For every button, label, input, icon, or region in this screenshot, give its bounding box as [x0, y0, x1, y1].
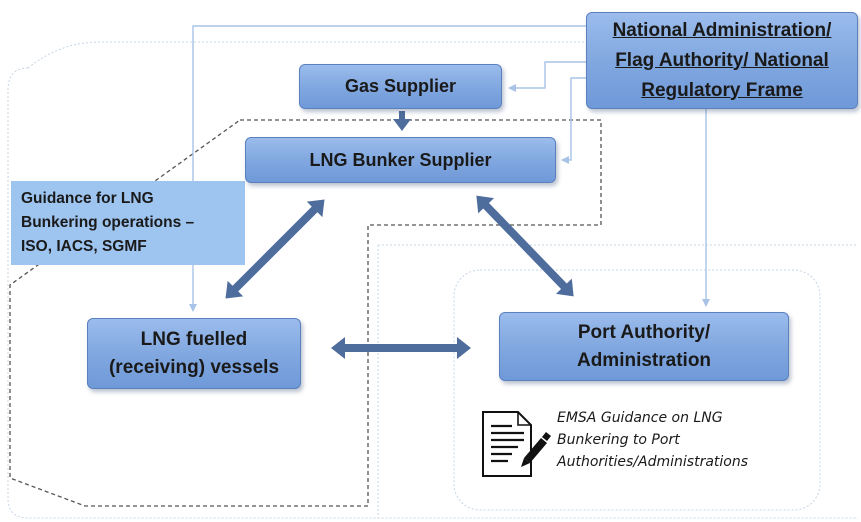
vessels-line-2: (receiving) vessels — [108, 356, 280, 378]
gas-supplier-label: Gas Supplier — [344, 76, 457, 96]
guidance-line-3: ISO, IACS, SGMF — [21, 238, 147, 255]
national-administration-box: National Administration/ Flag Authority/… — [586, 12, 858, 109]
emsa-line-1: EMSA Guidance on LNG — [557, 410, 723, 426]
port-dotted-region — [453, 269, 821, 511]
arrow-bunker-vessels — [225, 199, 325, 299]
port-line-1: Port Authority/ — [577, 321, 711, 343]
guidance-line-1: Guidance for LNG — [21, 190, 154, 207]
connector-admin-to-gas — [508, 61, 586, 92]
lng-bunker-supplier-box: LNG Bunker Supplier — [245, 137, 556, 183]
inner-dotted-frame — [377, 244, 858, 518]
emsa-line-3: Authorities/Administrations — [557, 454, 749, 470]
lng-bunker-supplier-label: LNG Bunker Supplier — [309, 149, 492, 170]
emsa-line-2: Bunkering to Port — [557, 432, 680, 448]
arrow-vessels-port — [331, 337, 471, 359]
guidance-line-2: Bunkering operations – — [21, 214, 195, 231]
natadmin-line-3: Regulatory Frame — [641, 79, 803, 101]
arrow-gas-to-bunker — [393, 111, 411, 131]
vessels-line-1: LNG fuelled — [140, 328, 248, 350]
natadmin-line-2: Flag Authority/ National — [615, 49, 829, 71]
flow-arrows — [225, 111, 574, 359]
outer-dotted-frame-top — [27, 41, 586, 69]
connector-admin-to-bunker — [561, 77, 586, 164]
document-with-pen-icon — [482, 411, 551, 477]
outer-dotted-frame — [7, 67, 858, 519]
dashed-boundary — [9, 119, 602, 507]
natadmin-line-1: National Administration/ — [612, 19, 832, 41]
lng-vessels-box: LNG fuelled (receiving) vessels — [87, 318, 301, 389]
guidance-iso-iacs-sgmf: Guidance for LNG Bunkering operations – … — [11, 181, 245, 265]
gas-supplier-box: Gas Supplier — [299, 64, 502, 109]
port-line-2: Administration — [576, 349, 712, 371]
emsa-guidance-text: EMSA Guidance on LNG Bunkering to Port A… — [557, 407, 802, 473]
port-authority-box: Port Authority/ Administration — [499, 312, 789, 381]
arrow-bunker-port — [476, 195, 574, 297]
